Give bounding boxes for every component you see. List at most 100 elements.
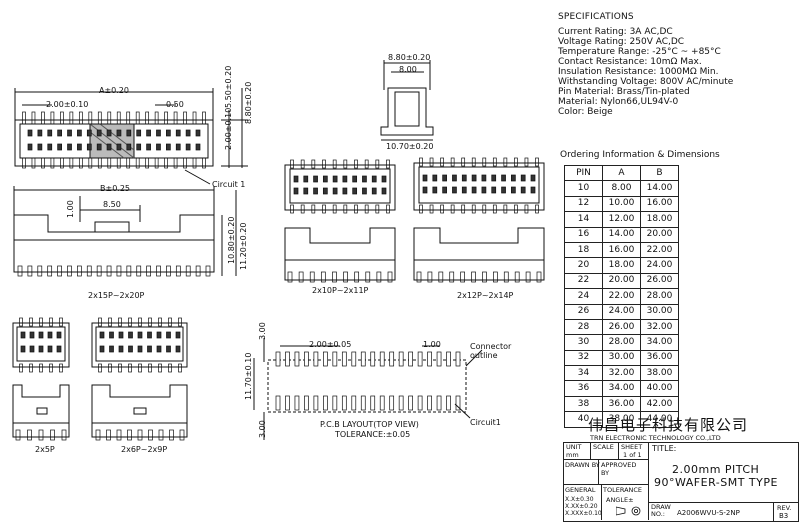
tol-3: X.XXX±0.10: [565, 510, 602, 517]
pin-shape: [323, 395, 328, 411]
tolerance-label: TOLERANCE: [603, 486, 643, 494]
dim-h550: 5.50±0.20: [224, 65, 233, 108]
pin-cell: 22: [564, 272, 603, 290]
pin-shape: [293, 187, 299, 195]
tol-1: X.X±0.30: [565, 496, 594, 503]
pin-shape: [341, 395, 347, 411]
spec-line: Contact Resistance: 10mΩ Max.: [558, 57, 702, 67]
pin-shape: [332, 159, 337, 169]
pin-shape: [29, 317, 33, 327]
dim-h1120: 11.20±0.20: [239, 222, 248, 270]
pin-shape: [166, 129, 171, 137]
pin-shape: [19, 363, 23, 373]
dim-h1080: 10.80±0.20: [227, 216, 236, 264]
pcb-circuit1-label: Circuit1: [470, 418, 501, 427]
pin-shape: [118, 317, 122, 327]
pin-shape: [146, 129, 151, 137]
company-name-cn: 伟昌电子科技有限公司: [588, 416, 749, 434]
pin-shape: [146, 143, 151, 151]
pin-shape: [27, 129, 33, 137]
pin-shape: [342, 187, 348, 195]
pin-shape: [442, 186, 447, 194]
pin-shape: [135, 157, 140, 169]
pin-shape: [343, 204, 348, 214]
pin-shape: [370, 395, 376, 411]
pin-shape: [511, 174, 516, 182]
pin-shape: [311, 159, 316, 169]
pin-shape: [322, 204, 326, 214]
pin-shape: [501, 174, 506, 182]
pin-shape: [300, 159, 305, 169]
pin-shape: [166, 345, 171, 353]
a-cell: 34.00: [602, 380, 641, 397]
rev-cell: REV. B3: [774, 502, 798, 521]
pin-shape: [492, 157, 497, 167]
pin-shape: [362, 187, 367, 195]
pin-shape: [364, 204, 369, 214]
pin-shape: [202, 111, 206, 125]
pin-shape: [169, 429, 174, 441]
pin-shape: [29, 345, 35, 353]
pin-shape: [514, 157, 518, 167]
pin-shape: [108, 317, 112, 327]
pin-shape: [116, 143, 122, 151]
pin-shape: [285, 351, 290, 367]
b-cell: 28.00: [640, 288, 679, 305]
pin-shape: [148, 317, 152, 327]
pin-shape: [50, 157, 55, 169]
pin-shape: [166, 331, 171, 339]
b-cell: 24.00: [640, 257, 679, 274]
main-front-view: [13, 186, 237, 277]
pin-shape: [294, 351, 300, 367]
pin-shape: [386, 204, 390, 214]
pin-shape: [37, 129, 43, 137]
pin-shape: [481, 186, 487, 194]
drawn-by-cell: DRAWN BY: [564, 460, 600, 485]
pin-shape: [354, 159, 358, 169]
pin-shape: [57, 129, 62, 137]
pin-shape: [365, 271, 371, 283]
caption-5p: 2x5P: [35, 445, 55, 454]
pin-shape: [77, 129, 82, 137]
draw-no-value: A2006WVU-S-2NP: [677, 509, 740, 517]
b-cell: 40.00: [640, 380, 679, 397]
pin-shape: [185, 143, 191, 151]
pin-shape: [38, 345, 44, 353]
pin-shape: [137, 331, 143, 339]
pin-shape: [47, 331, 53, 339]
pin-shape: [313, 175, 318, 183]
pin-shape: [183, 157, 187, 169]
pin-shape: [375, 204, 380, 214]
pin-shape: [47, 345, 53, 353]
pin-shape: [183, 111, 187, 125]
pin-shape: [332, 175, 338, 183]
pin-shape: [41, 157, 45, 169]
draw-no-cell: DRAW NO.: A2006WVU-S-2NP: [649, 502, 774, 521]
pin-shape: [492, 204, 497, 214]
pin-shape: [166, 265, 171, 277]
pin-shape: [323, 351, 328, 367]
pin-shape: [386, 159, 390, 169]
pin-shape: [99, 345, 105, 353]
pin-shape: [175, 265, 181, 277]
pin-shape: [440, 157, 444, 167]
pin-shape: [136, 129, 142, 137]
approved-by-label: APPROVED BY: [601, 461, 637, 477]
pin-shape: [57, 143, 62, 151]
pin-shape: [449, 271, 455, 283]
pin-shape: [98, 363, 102, 373]
pin-shape: [376, 271, 382, 283]
tolerance-cell: TOLERANCE ANGLE±: [602, 485, 649, 520]
pin-shape: [168, 317, 172, 327]
pin-shape: [118, 331, 124, 339]
pin-shape: [524, 204, 529, 214]
pcb-layout: [253, 338, 483, 440]
connector-outline-label: Connector outline: [470, 342, 512, 360]
title-line-2: 90°WAFER-SMT TYPE: [654, 476, 778, 489]
pin-shape: [97, 157, 102, 169]
pin-shape: [511, 186, 516, 194]
pin-shape: [352, 187, 358, 195]
pin-shape: [86, 265, 92, 277]
spec-line: Current Rating: 3A AC,DC: [558, 27, 673, 37]
